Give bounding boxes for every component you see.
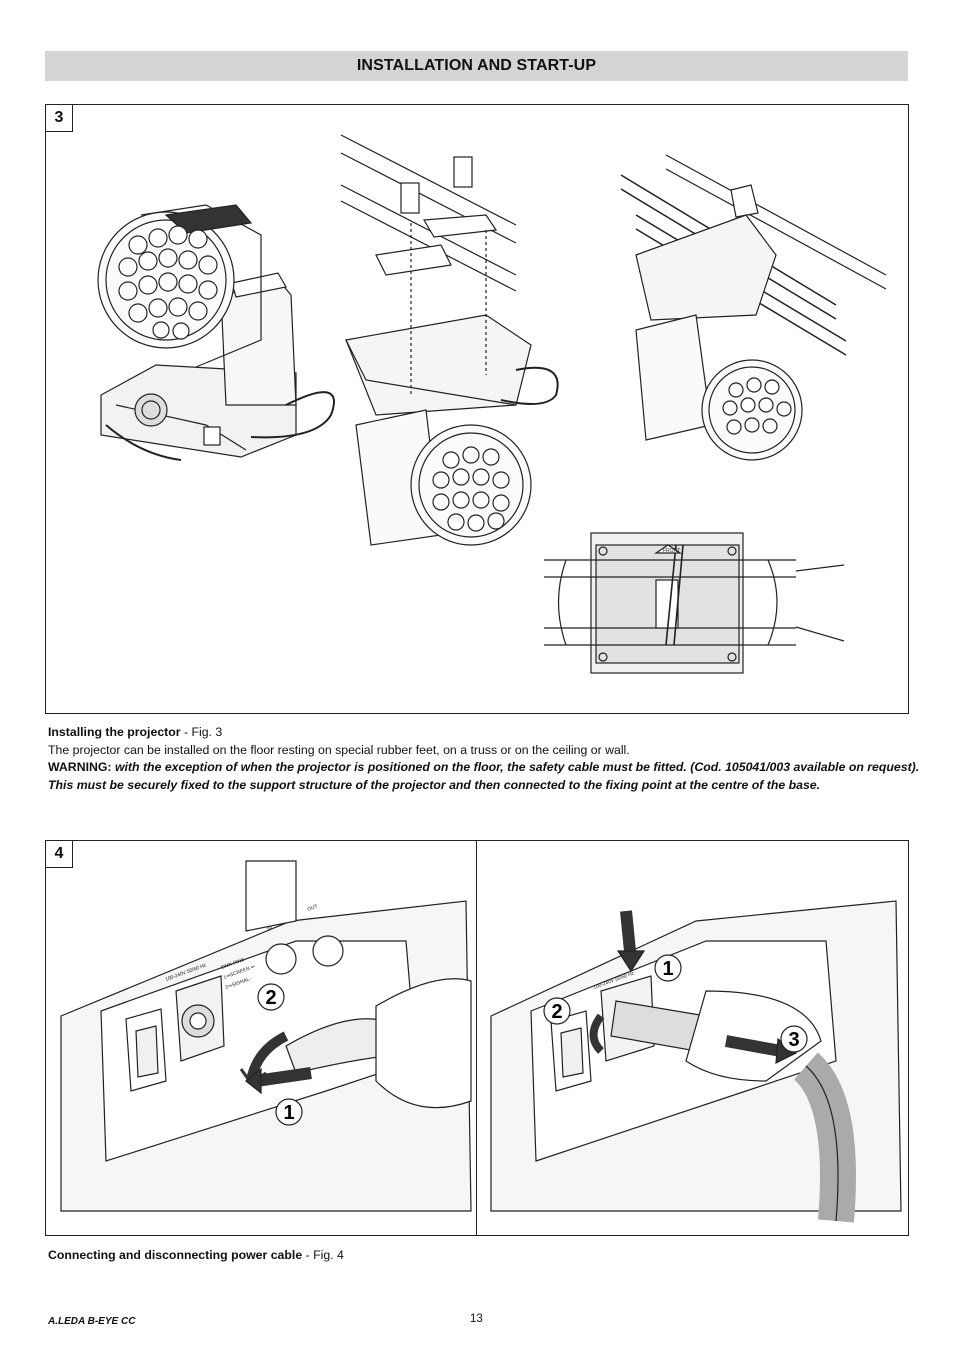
- installing-body: The projector can be installed on the fl…: [48, 742, 630, 757]
- hanging-projector-leds: [432, 446, 510, 532]
- base-detail-drawing: [544, 532, 845, 674]
- callout-circle-1-left: [275, 1098, 303, 1126]
- figure-3-box: 3: [45, 104, 909, 714]
- figure-3-number: 3: [46, 105, 73, 132]
- installing-block: Installing the projector - Fig. 3 The pr…: [48, 724, 919, 794]
- left-panel-housing: [60, 860, 472, 1212]
- callout-circle-2-right: [543, 997, 571, 1025]
- panel-out-label: OUT: [307, 904, 319, 913]
- front-label: FRONT: [663, 548, 680, 554]
- hanging-projector-drawing: [340, 134, 559, 546]
- warning-text-2: This must be securely fixed to the suppo…: [48, 777, 821, 792]
- callout-circle-2-left: [257, 983, 285, 1011]
- warning-text-1: with the exception of when the projector…: [114, 760, 920, 774]
- truss-projector-drawing: [620, 154, 887, 461]
- section-title: INSTALLATION AND START-UP: [356, 57, 597, 74]
- callout-3-right: 3: [788, 1029, 799, 1051]
- connecting-heading: Connecting and disconnecting power cable: [48, 1248, 303, 1262]
- panel-in-label: IN: [267, 925, 274, 932]
- callout-2-right: 2: [551, 1001, 562, 1023]
- connecting-caption: Connecting and disconnecting power cable…: [48, 1247, 344, 1265]
- callout-2-left: 2: [265, 987, 276, 1009]
- figure-3-illustration: FRONT: [97, 134, 887, 674]
- figure-4-illustration: 2 1 1 2 3 100-240V 50/60 Hz DMX PINS 1⇒S…: [60, 860, 902, 1223]
- footer-model: A.LEDA B-EYE CC: [48, 1316, 136, 1327]
- section-header-bar: INSTALLATION AND START-UP: [45, 51, 908, 81]
- floor-projector-leds: [118, 225, 218, 340]
- installing-heading: Installing the projector: [48, 725, 181, 739]
- callout-circle-3-right: [780, 1025, 808, 1053]
- figure-4-box: 4: [45, 840, 909, 1236]
- truss-projector-leds: [722, 377, 792, 435]
- callout-1-left: 1: [283, 1102, 294, 1124]
- installing-heading-line: Installing the projector - Fig. 3: [48, 724, 919, 742]
- installing-fig-ref: - Fig. 3: [180, 725, 223, 739]
- left-callouts: 2 1: [257, 983, 303, 1126]
- figure-4-divider: [476, 841, 477, 1235]
- right-callouts: 1 2 3: [543, 954, 808, 1053]
- page-number: 13: [470, 1313, 483, 1325]
- right-panel-housing: [490, 900, 902, 1223]
- callout-1-right: 1: [662, 958, 673, 980]
- warning-line-1: WARNING: with the exception of when the …: [48, 759, 919, 777]
- connecting-fig-ref: - Fig. 4: [302, 1248, 344, 1262]
- figure-4-number: 4: [46, 841, 73, 868]
- warning-label: WARNING:: [48, 760, 115, 774]
- callout-circle-1-right: [654, 954, 682, 982]
